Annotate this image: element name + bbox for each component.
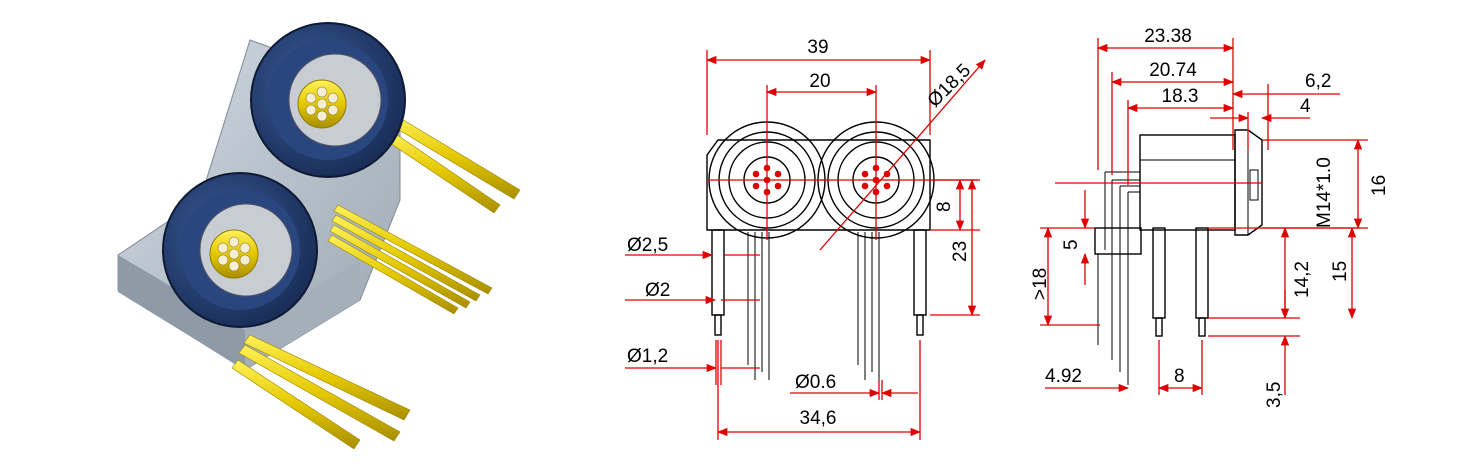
dim-39: 39 xyxy=(807,37,828,58)
dim-8-pitch: 8 xyxy=(1174,366,1185,387)
dim-16: 16 xyxy=(1369,175,1390,196)
dim-3-5: 3,5 xyxy=(1264,382,1285,408)
dim-20-74: 20.74 xyxy=(1149,60,1197,81)
dim-diameter-2: Ø2 xyxy=(645,280,670,301)
dim-6-2: 6,2 xyxy=(1305,71,1331,92)
dim-18-3: 18.3 xyxy=(1162,86,1199,107)
dim-15: 15 xyxy=(1330,261,1351,282)
dim-diameter-2-5: Ø2,5 xyxy=(627,235,668,256)
dim-min-18: >18 xyxy=(1030,268,1051,300)
dim-4-92: 4.92 xyxy=(1045,366,1082,387)
dim-8-height: 8 xyxy=(934,201,955,212)
dim-34-6: 34,6 xyxy=(800,408,837,429)
dim-23: 23 xyxy=(950,241,971,262)
dim-diameter-18-5: Ø18,5 xyxy=(924,60,975,111)
connector-3d-render xyxy=(117,22,521,450)
front-view xyxy=(706,120,978,380)
side-dimension-lines xyxy=(1040,38,1368,395)
dim-23-38: 23.38 xyxy=(1144,26,1192,47)
dim-20: 20 xyxy=(809,71,830,92)
side-view xyxy=(1094,129,1263,385)
front-dimension-lines xyxy=(625,50,986,440)
dim-diameter-0-6: Ø0.6 xyxy=(795,372,836,393)
dim-14-2: 14,2 xyxy=(1292,261,1313,298)
dim-5: 5 xyxy=(1061,239,1082,250)
dim-diameter-1-2: Ø1,2 xyxy=(627,346,668,367)
dim-thread-m14: M14*1.0 xyxy=(1314,157,1335,228)
dim-4: 4 xyxy=(1300,96,1311,117)
